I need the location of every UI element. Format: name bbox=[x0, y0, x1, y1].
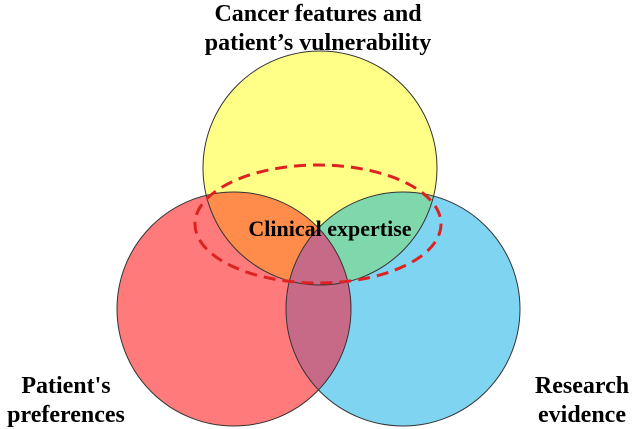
left-label-line1: Patient's bbox=[21, 373, 110, 399]
left-circle-outline bbox=[116, 191, 352, 427]
top-label-line2: patient’s vulnerability bbox=[205, 30, 431, 56]
right-label-line2: evidence bbox=[538, 402, 626, 428]
clinical-expertise-ellipse bbox=[193, 163, 443, 285]
top-right-overlap bbox=[286, 192, 437, 285]
right-label-line1: Research bbox=[535, 373, 629, 399]
left-label-line2: preferences bbox=[7, 402, 125, 428]
top-circle-outline bbox=[202, 50, 438, 286]
right-circle-outline bbox=[285, 191, 521, 427]
center-label: Clinical expertise bbox=[248, 216, 411, 241]
top-left-overlap bbox=[203, 192, 351, 285]
top-label-line1: Cancer features and bbox=[214, 1, 422, 27]
